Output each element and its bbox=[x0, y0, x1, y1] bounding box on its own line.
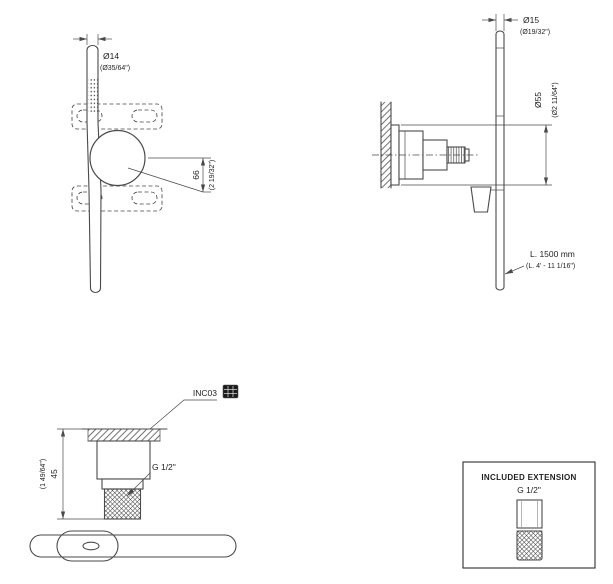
hose-length-callout: L. 1500 mm (L. 4' - 11 1/16") bbox=[504, 249, 575, 275]
dim-handshower-diameter: Ø14 (Ø35/64") bbox=[73, 34, 130, 72]
section-view: INC03 G 1/2" bbox=[29, 384, 239, 562]
dim-outlet-offset: 66 (2 19/32") bbox=[127, 157, 216, 193]
handshower-top-view bbox=[29, 534, 237, 558]
included-extension-title: INCLUDED EXTENSION bbox=[481, 473, 576, 482]
wand-top-cap bbox=[495, 30, 505, 35]
hose-length-mm: L. 1500 mm bbox=[530, 249, 575, 259]
nipple-thread bbox=[516, 530, 543, 561]
flange-hatch bbox=[88, 429, 160, 441]
thread-label: G 1/2" bbox=[152, 462, 176, 472]
hose-length-in: (L. 4' - 11 1/16") bbox=[526, 263, 575, 270]
included-extension-box: INCLUDED EXTENSION G 1/2" bbox=[462, 461, 596, 569]
spray-face-dots bbox=[88, 78, 98, 112]
wall-section-hatch bbox=[381, 102, 391, 188]
dim-depth-in: (1 49/64") bbox=[40, 459, 47, 490]
dim-handshower-diameter-in: (Ø35/64") bbox=[100, 65, 130, 72]
thread-callout: G 1/2" bbox=[126, 462, 176, 497]
union-body bbox=[96, 440, 151, 480]
wall-union-section bbox=[81, 428, 168, 520]
dim-hose-diameter-in: (Ø19/32") bbox=[520, 29, 550, 36]
inc03-part-icon bbox=[222, 384, 239, 399]
holder-detail bbox=[82, 541, 100, 551]
dim-hose-diameter-mm: Ø15 bbox=[523, 15, 539, 25]
dim-plate-diameter-mm: Ø55 bbox=[533, 92, 543, 108]
part-code-callout: INC03 bbox=[149, 384, 239, 430]
holder-bracket bbox=[56, 530, 119, 562]
wall-bracket-bottom bbox=[71, 185, 163, 212]
union-step bbox=[101, 478, 144, 490]
holder-top-view bbox=[29, 530, 237, 562]
dim-handshower-diameter-mm: Ø14 bbox=[103, 51, 119, 61]
bracket-slot bbox=[131, 191, 158, 205]
dim-depth-mm: 45 bbox=[49, 469, 59, 479]
wall-bracket-top bbox=[71, 103, 163, 130]
bracket-slot bbox=[131, 109, 158, 123]
dim-depth: 45 (1 49/64") bbox=[40, 428, 104, 520]
included-extension-thread: G 1/2" bbox=[517, 485, 541, 495]
dim-hose-diameter: Ø15 (Ø19/32") bbox=[482, 14, 550, 36]
part-code-label: INC03 bbox=[193, 388, 217, 398]
dim-outlet-offset-in: (2 19/32") bbox=[209, 160, 216, 191]
dim-outlet-offset-mm: 66 bbox=[191, 170, 201, 180]
mixer-knob bbox=[89, 129, 146, 187]
side-view: Ø15 (Ø19/32") Ø55 (Ø2 11/64") L. 1500 mm… bbox=[372, 14, 575, 291]
threaded-end bbox=[103, 488, 142, 520]
dim-plate-diameter: Ø55 (Ø2 11/64") bbox=[401, 82, 559, 186]
dim-plate-diameter-in: (Ø2 11/64") bbox=[552, 82, 559, 117]
hose-connector-cone bbox=[470, 186, 492, 213]
extension-nipple bbox=[516, 499, 543, 561]
hose-end-cap bbox=[495, 286, 505, 291]
front-view: Ø14 (Ø35/64") 66 (2 19/32") bbox=[71, 34, 216, 293]
